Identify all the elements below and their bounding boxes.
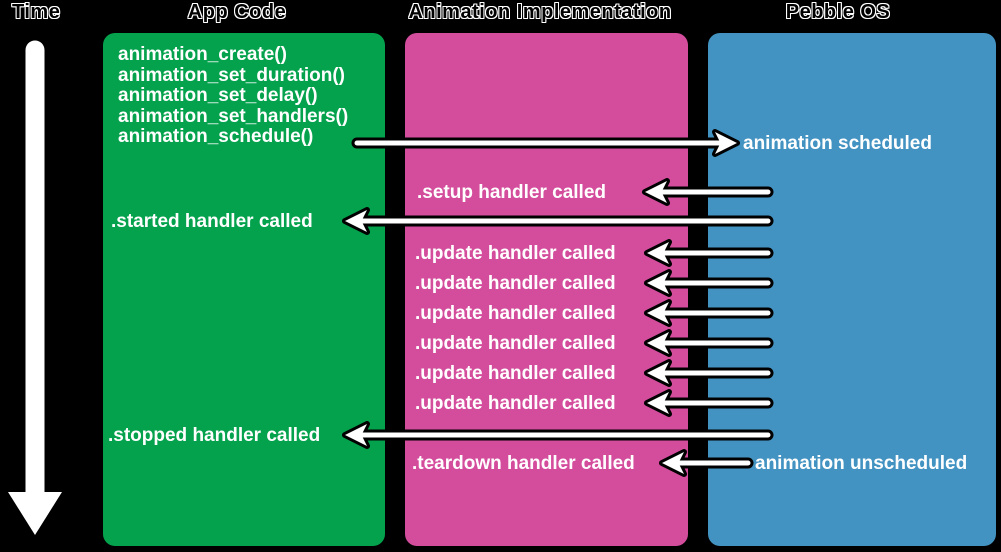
update-handler-label: .update handler called	[415, 272, 616, 294]
animation-unscheduled-label: animation unscheduled	[755, 452, 968, 474]
call-line: animation_set_delay()	[118, 85, 318, 107]
column-header-animation-implementation: Animation Implementation	[408, 1, 672, 23]
column-header-app-code: App Code	[187, 1, 287, 23]
update-handler-label: .update handler called	[415, 392, 616, 414]
update-handler-label: .update handler called	[415, 332, 616, 354]
animation-implementation-box	[405, 33, 688, 546]
pebble-os-box	[708, 33, 996, 546]
app-code-box	[103, 33, 385, 546]
call-line: animation_set_handlers()	[118, 105, 349, 127]
app-code-call-stack: animation_create() animation_set_duratio…	[118, 44, 349, 148]
animation-scheduled-label: animation scheduled	[743, 132, 932, 154]
call-line: animation_create()	[118, 44, 287, 65]
column-header-pebble-os: Pebble OS	[785, 1, 891, 23]
setup-handler-label: .setup handler called	[417, 181, 606, 203]
call-line: animation_set_duration()	[118, 64, 345, 86]
teardown-handler-label: .teardown handler called	[412, 452, 635, 474]
time-arrow	[5, 36, 65, 538]
update-handler-label: .update handler called	[415, 302, 616, 324]
time-axis-label: Time	[12, 1, 61, 23]
update-handler-label: .update handler called	[415, 362, 616, 384]
call-line: animation_schedule()	[118, 126, 314, 148]
stopped-handler-label: .stopped handler called	[108, 424, 321, 446]
update-handler-label: .update handler called	[415, 242, 616, 264]
started-handler-label: .started handler called	[111, 210, 313, 232]
